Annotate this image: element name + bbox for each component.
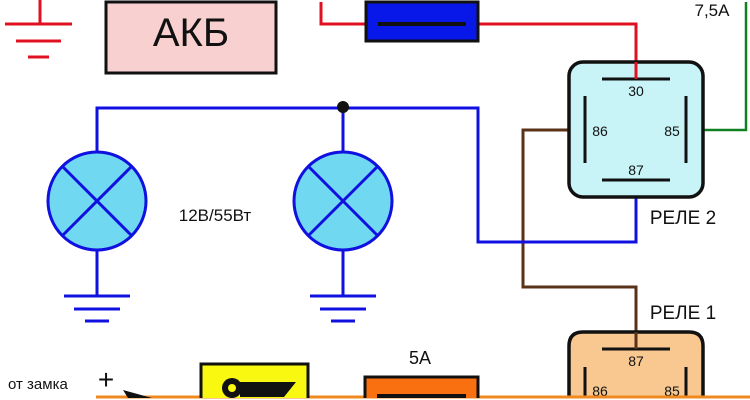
ignition-plus-sign: +	[98, 364, 114, 395]
relay2-pin-86: 86	[592, 123, 608, 139]
junction-dot	[337, 101, 349, 113]
relay2-pin-87: 87	[628, 162, 644, 178]
relay2-title: РЕЛЕ 2	[650, 208, 716, 229]
ignition-label: от замка	[8, 376, 68, 393]
wire-green	[686, 2, 748, 132]
ground-symbol-lamp-1	[64, 250, 130, 323]
relay2-pin-30: 30	[628, 83, 644, 99]
relay1-pin-85: 85	[664, 383, 680, 399]
key-icon	[222, 378, 296, 398]
wire-brown	[521, 128, 638, 349]
battery-box	[104, 0, 278, 75]
wire-blue	[95, 106, 638, 244]
ground-symbol-battery	[5, 0, 72, 59]
arrow-icon	[123, 390, 152, 398]
lamp-1	[46, 150, 148, 252]
top-fuse-label: 7,5А	[695, 1, 731, 20]
ground-symbol-lamp-2	[310, 250, 376, 323]
battery-label: АКБ	[153, 11, 229, 55]
fuse-top	[364, 0, 480, 43]
fuse-bottom	[363, 375, 480, 398]
wire-red	[319, 2, 366, 26]
relay1-pin-86: 86	[592, 383, 608, 399]
bottom-fuse-label: 5А	[409, 348, 431, 368]
relay-1	[567, 330, 705, 398]
lamp-2	[292, 150, 394, 252]
relay1-pin-87: 87	[628, 353, 644, 369]
lamp-rating-label: 12В/55Вт	[179, 206, 252, 225]
relay2-pin-85: 85	[664, 123, 680, 139]
relay1-title: РЕЛЕ 1	[650, 303, 716, 324]
